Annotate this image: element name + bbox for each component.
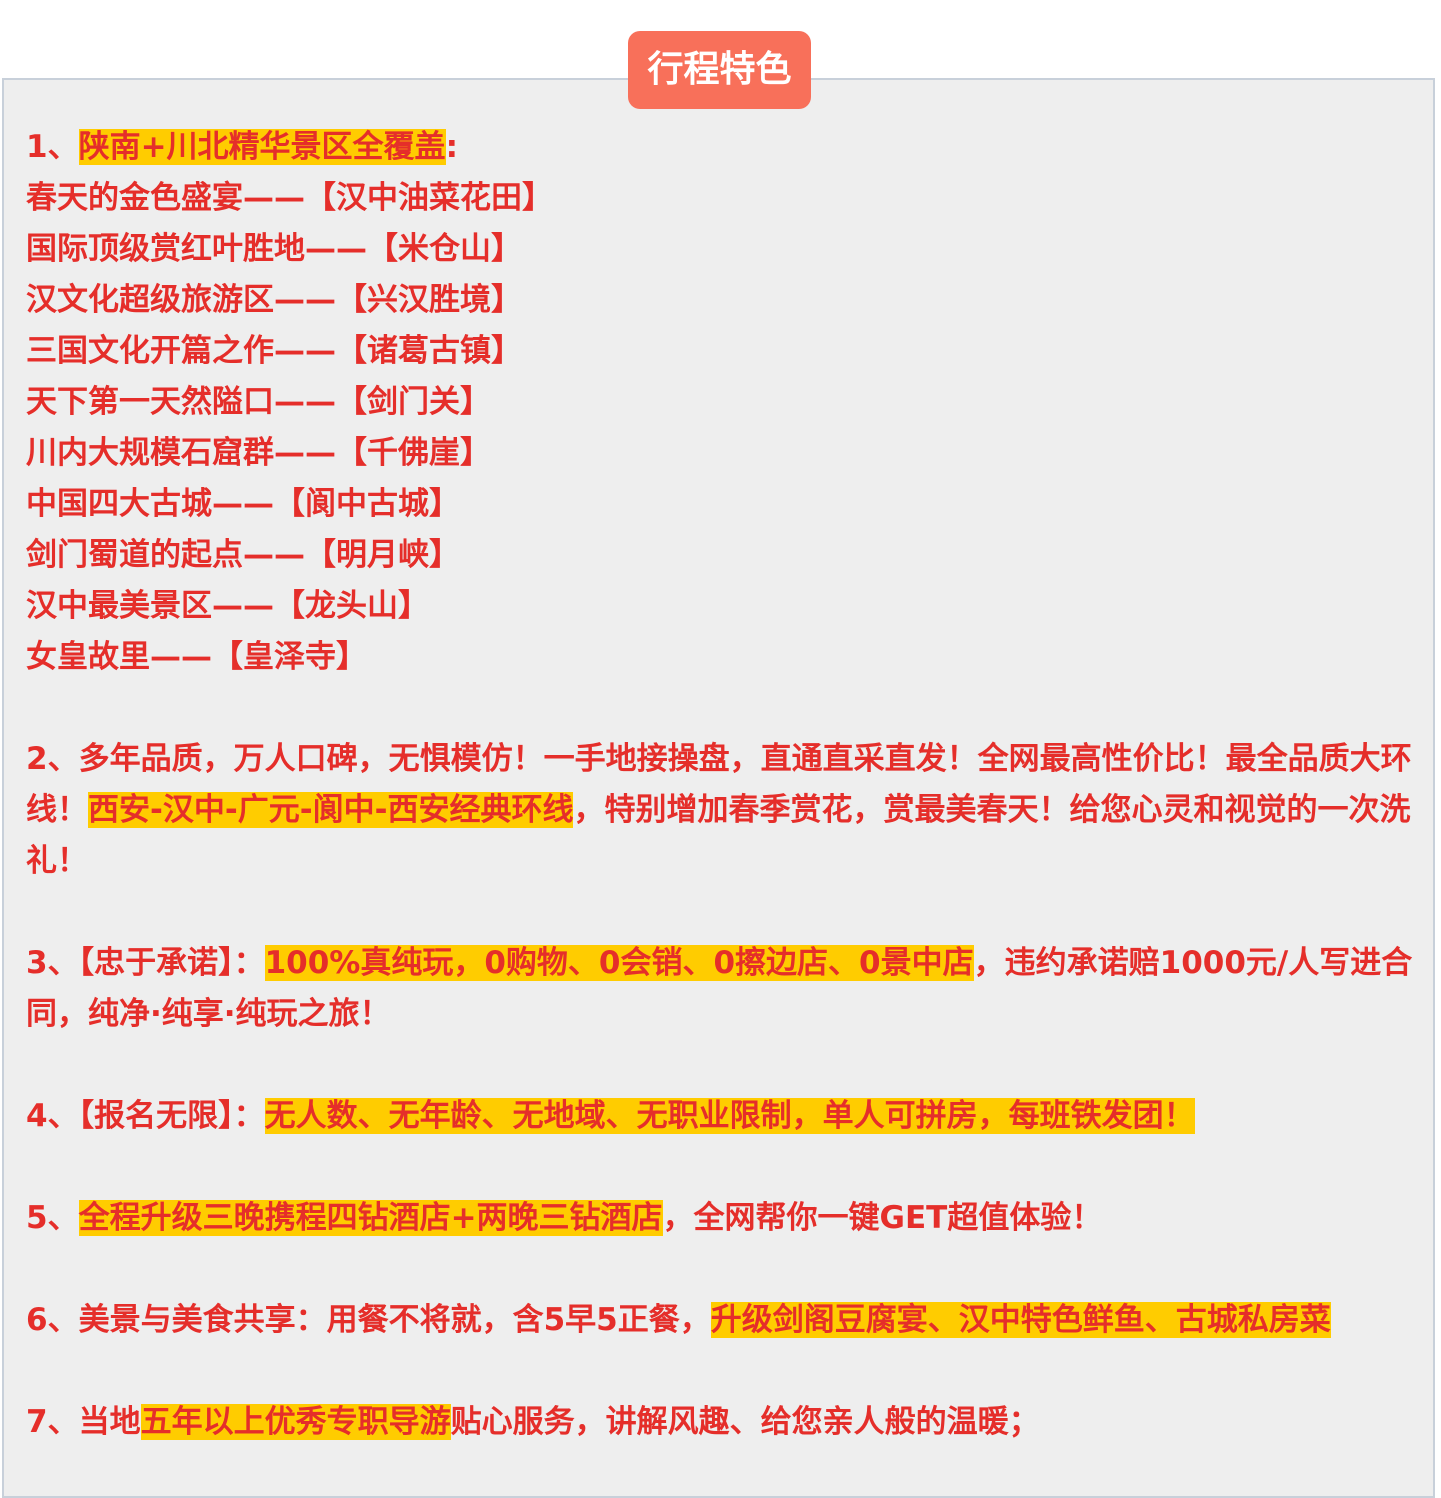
- colon: :: [445, 129, 458, 165]
- text: 6、美景与美食共享：用餐不将就，含5早5正餐，: [26, 1302, 711, 1338]
- text: 7、当地: [26, 1404, 141, 1440]
- features-content: 1、陕南+川北精华景区全覆盖: 春天的金色盛宴——【汉中油菜花田】 国际顶级赏红…: [26, 122, 1418, 1448]
- feature-number: 1、: [26, 129, 79, 165]
- highlight-text: 100%真纯玩，0购物、0会销、0擦边店、0景中店: [264, 945, 974, 981]
- text: 3、【忠于承诺】：: [26, 945, 265, 981]
- feature-7: 7、当地五年以上优秀专职导游贴心服务，讲解风趣、给您亲人般的温暖；: [26, 1397, 1418, 1448]
- scenic-item: 中国四大古城——【阆中古城】: [26, 486, 460, 522]
- scenic-item: 天下第一天然隘口——【剑门关】: [26, 384, 491, 420]
- text: 贴心服务，讲解风趣、给您亲人般的温暖；: [450, 1404, 1040, 1440]
- text: ，特别增加春季赏花，赏最美春天！给您心灵和视觉的一次洗礼！: [26, 792, 1411, 879]
- section-title-badge: 行程特色: [628, 31, 811, 109]
- feature-2: 2、多年品质，万人口碑，无惧模仿！一手地接操盘，直通直采直发！全网最高性价比！最…: [26, 734, 1418, 887]
- feature-6: 6、美景与美食共享：用餐不将就，含5早5正餐，升级剑阁豆腐宴、汉中特色鲜鱼、古城…: [26, 1295, 1418, 1346]
- scenic-item: 国际顶级赏红叶胜地——【米仓山】: [26, 231, 522, 267]
- text: 2、多年品质，万人口碑，无惧模仿！一手地接操盘，直通直采直发！全网最高性价比！最…: [26, 741, 1412, 828]
- text: 4、【报名无限】：: [26, 1098, 265, 1134]
- highlight-text: 升级剑阁豆腐宴、汉中特色鲜鱼、古城私房菜: [710, 1302, 1331, 1338]
- scenic-item: 汉中最美景区——【龙头山】: [26, 588, 429, 624]
- text: ，违约承诺赔1000元/人写进合同，纯净·纯享·纯玩之旅！: [26, 945, 1413, 1032]
- text: ，全网帮你一键GET超值体验！: [662, 1200, 1103, 1236]
- feature-3: 3、【忠于承诺】：100%真纯玩，0购物、0会销、0擦边店、0景中店，违约承诺赔…: [26, 938, 1418, 1040]
- scenic-item: 汉文化超级旅游区——【兴汉胜境】: [26, 282, 522, 318]
- scenic-item: 川内大规模石窟群——【千佛崖】: [26, 435, 491, 471]
- scenic-item: 剑门蜀道的起点——【明月峡】: [26, 537, 460, 573]
- features-panel: 1、陕南+川北精华景区全覆盖: 春天的金色盛宴——【汉中油菜花田】 国际顶级赏红…: [2, 78, 1435, 1498]
- scenic-item: 春天的金色盛宴——【汉中油菜花田】: [26, 180, 553, 216]
- highlight-text: 五年以上优秀专职导游: [140, 1404, 451, 1440]
- highlight-text: 全程升级三晚携程四钻酒店+两晚三钻酒店: [78, 1200, 663, 1236]
- feature-1-heading: 1、陕南+川北精华景区全覆盖:: [26, 122, 1418, 173]
- highlight-text: 无人数、无年龄、无地域、无职业限制，单人可拼房，每班铁发团！: [264, 1098, 1195, 1134]
- feature-4: 4、【报名无限】：无人数、无年龄、无地域、无职业限制，单人可拼房，每班铁发团！: [26, 1091, 1418, 1142]
- scenic-item: 女皇故里——【皇泽寺】: [26, 639, 367, 675]
- highlight-text: 陕南+川北精华景区全覆盖: [78, 129, 446, 165]
- text: 5、: [26, 1200, 79, 1236]
- feature-5: 5、全程升级三晚携程四钻酒店+两晚三钻酒店，全网帮你一键GET超值体验！: [26, 1193, 1418, 1244]
- highlight-text: 西安-汉中-广元-阆中-西安经典环线: [88, 792, 574, 828]
- scenic-item: 三国文化开篇之作——【诸葛古镇】: [26, 333, 522, 369]
